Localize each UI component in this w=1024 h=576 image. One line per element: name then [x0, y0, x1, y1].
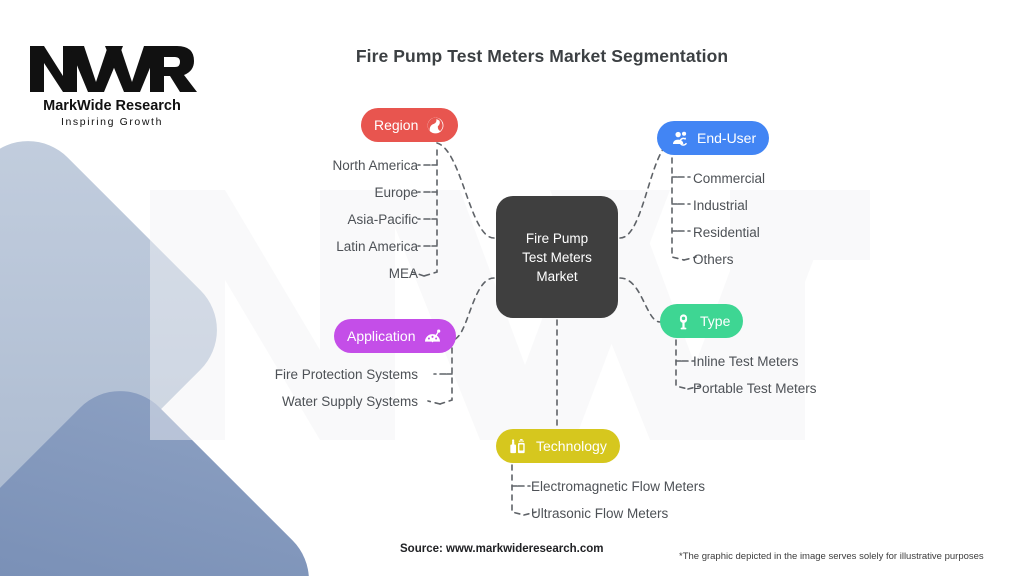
badge-region-label: Region — [374, 116, 419, 133]
page-title: Fire Pump Test Meters Market Segmentatio… — [0, 46, 1024, 67]
page-title-text: Fire Pump Test Meters Market Segmentatio… — [355, 46, 729, 66]
brand-logo: MarkWide Research Inspiring Growth — [30, 46, 197, 128]
sensor-device-icon — [509, 436, 529, 456]
gauge-icon — [423, 326, 443, 346]
list-item: Residential — [693, 225, 760, 240]
list-item: Water Supply Systems — [281, 394, 418, 409]
center-line-2: Test Meters — [522, 249, 592, 265]
spine-enduser — [671, 157, 685, 261]
connector-application — [451, 277, 495, 341]
list-item: Inline Test Meters — [693, 354, 799, 369]
spine-application — [439, 347, 453, 405]
logo-tagline: Inspiring Growth — [61, 116, 163, 128]
items-application: Fire Protection Systems Water Supply Sys… — [140, 361, 418, 415]
connector-enduser — [619, 140, 673, 239]
list-item: Fire Protection Systems — [274, 367, 418, 382]
list-item: Industrial — [693, 198, 748, 213]
badge-type-label: Type — [700, 312, 731, 329]
badge-application-label: Application — [347, 327, 416, 344]
spine-technology — [511, 464, 525, 516]
list-item: Asia-Pacific — [347, 212, 418, 227]
items-enduser: Commercial Industrial Residential Others — [693, 165, 933, 273]
items-technology: Electromagnetic Flow Meters Ultrasonic F… — [531, 473, 831, 527]
logo-name: MarkWide Research — [43, 98, 181, 114]
list-item: MEA — [388, 266, 418, 281]
list-item: Portable Test Meters — [693, 381, 817, 396]
list-item: Others — [693, 252, 734, 267]
spine-type — [675, 339, 689, 390]
source-label: Source: www.markwideresearch.com — [400, 543, 604, 555]
stub-type-1 — [687, 385, 701, 390]
spine-region — [423, 149, 438, 277]
badge-enduser[interactable]: End-User — [657, 121, 770, 155]
badge-type[interactable]: Type — [660, 304, 744, 338]
stub-enduser-3 — [683, 256, 697, 261]
badge-application[interactable]: Application — [334, 319, 456, 353]
list-item: Commercial — [693, 171, 766, 186]
badge-technology[interactable]: Technology — [496, 429, 620, 463]
stub-technology-1 — [523, 511, 537, 516]
items-type: Inline Test Meters Portable Test Meters — [693, 348, 953, 402]
list-item: North America — [332, 158, 418, 173]
list-item: Europe — [374, 185, 418, 200]
meter-icon — [673, 311, 693, 331]
disclaimer-text: *The graphic depicted in the image serve… — [679, 551, 984, 562]
connector-type — [619, 277, 661, 323]
users-icon — [670, 128, 690, 148]
badge-technology-label: Technology — [536, 437, 607, 454]
center-line-3: Market — [536, 268, 578, 284]
globe-icon — [425, 115, 445, 135]
badge-enduser-label: End-User — [697, 129, 757, 146]
badge-region[interactable]: Region — [361, 108, 459, 142]
stub-region-4 — [411, 271, 425, 277]
list-item: Ultrasonic Flow Meters — [531, 506, 669, 521]
center-node: Fire Pump Test Meters Market — [496, 196, 618, 318]
list-item: Latin America — [336, 239, 418, 254]
stub-application-1 — [427, 400, 441, 405]
items-region: North America Europe Asia-Pacific Latin … — [150, 152, 418, 287]
connector-region — [436, 142, 495, 239]
center-line-1: Fire Pump — [525, 230, 589, 246]
list-item: Electromagnetic Flow Meters — [531, 479, 706, 494]
